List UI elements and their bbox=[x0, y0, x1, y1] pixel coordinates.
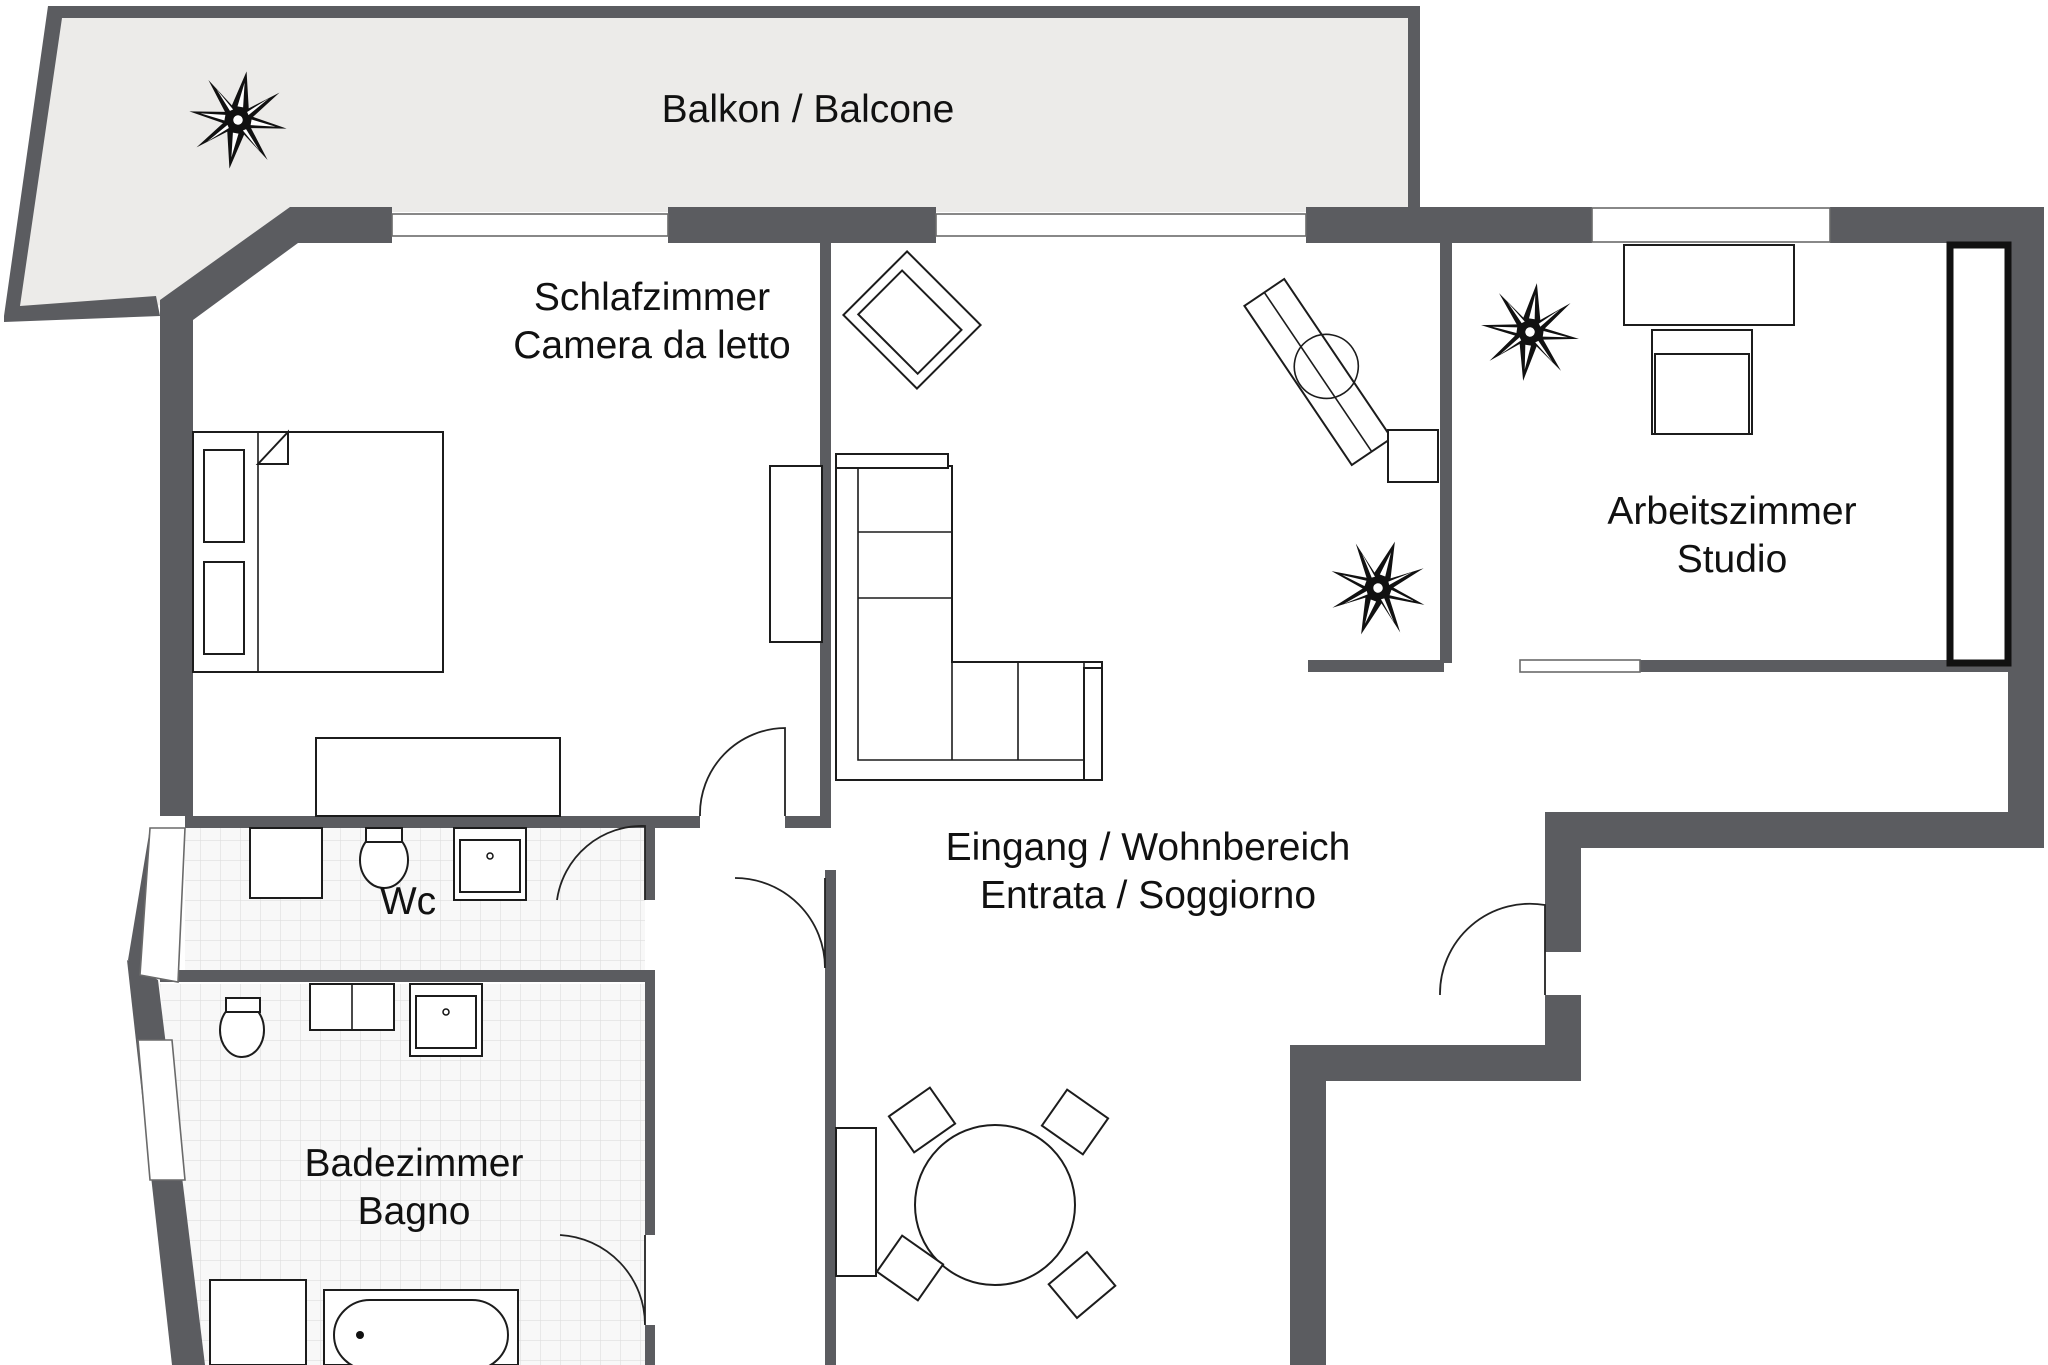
balcony-floor bbox=[10, 8, 1420, 318]
bathroom-cabinet bbox=[309, 983, 395, 1031]
bathroom-label-line1: Badezimmer bbox=[305, 1142, 524, 1185]
sideboard bbox=[835, 1127, 877, 1277]
shower bbox=[209, 1279, 307, 1365]
bathroom-floor bbox=[160, 984, 645, 1365]
study-label-line2: Studio bbox=[1677, 538, 1788, 581]
office-chair bbox=[1651, 329, 1753, 435]
bathtub-icon bbox=[323, 1289, 519, 1365]
study-desk bbox=[1623, 244, 1795, 326]
wc-cabinet bbox=[249, 827, 323, 899]
walls bbox=[127, 207, 2044, 1365]
table-icon bbox=[875, 1086, 1117, 1320]
living-label-line2: Entrata / Soggiorno bbox=[980, 874, 1316, 917]
living-label-line1: Eingang / Wohnbereich bbox=[946, 826, 1351, 869]
doors bbox=[556, 727, 1546, 1326]
bedroom-label-line2: Camera da letto bbox=[513, 324, 790, 367]
dresser bbox=[315, 737, 561, 817]
windows bbox=[137, 207, 1831, 1181]
bathroom-sink bbox=[409, 983, 483, 1057]
bed-icon bbox=[192, 429, 444, 673]
tv-stand bbox=[769, 465, 823, 643]
sofa-icon bbox=[835, 453, 1103, 781]
bathroom-toilet bbox=[219, 997, 265, 1058]
balcony-label: Balkon / Balcone bbox=[662, 88, 955, 131]
armchair-icon bbox=[841, 249, 983, 391]
bathroom-label-line2: Bagno bbox=[358, 1190, 471, 1233]
plant-icon bbox=[1474, 276, 1586, 388]
study-label-line1: Arbeitszimmer bbox=[1607, 490, 1856, 533]
desk-icon bbox=[1243, 277, 1393, 467]
bedroom-label-line1: Schlafzimmer bbox=[534, 276, 770, 319]
side-table bbox=[1387, 429, 1439, 483]
sink-icon bbox=[453, 827, 527, 901]
wardrobe bbox=[1946, 241, 2012, 667]
wc-label: Wc bbox=[380, 880, 436, 923]
toilet-icon bbox=[359, 827, 409, 889]
plant-icon bbox=[1314, 524, 1442, 652]
